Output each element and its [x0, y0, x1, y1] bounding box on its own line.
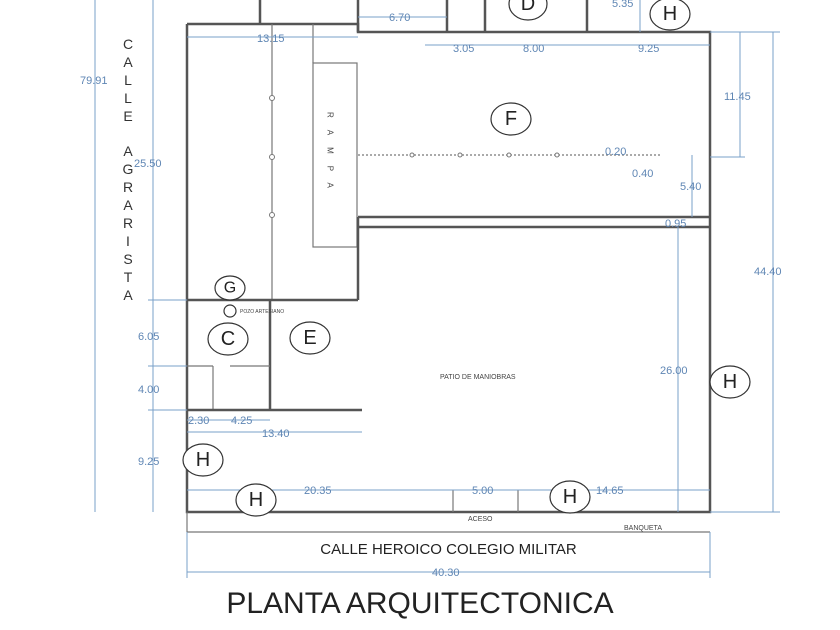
dim-6-70: 6.70	[389, 12, 410, 24]
dim-26-00: 26.00	[660, 365, 688, 377]
dim-4-00: 4.00	[138, 384, 159, 396]
svg-text:C: C	[221, 328, 235, 350]
street-label-bottom: CALLE HEROICO COLEGIO MILITAR	[320, 541, 577, 558]
dim-0-95: 0.95	[665, 218, 686, 230]
walls	[185, 0, 712, 533]
area-c-marker: C	[207, 322, 249, 356]
dim-4-25: 4.25	[231, 415, 252, 427]
dim-0-20: 0.20	[605, 146, 626, 158]
svg-text:H: H	[663, 3, 677, 25]
column-markers	[269, 95, 560, 218]
dim-6-05: 6.05	[138, 331, 159, 343]
dim-11-45: 11.45	[724, 91, 751, 103]
svg-text:H: H	[249, 489, 263, 511]
svg-text:H: H	[723, 371, 737, 393]
dim-13-15: 13.15	[257, 33, 285, 45]
sidewalk-label: BANQUETA	[624, 525, 662, 532]
svg-text:D: D	[521, 0, 535, 15]
area-markers: D H F G C E H H H H	[182, 0, 751, 517]
dim-0-40: 0.40	[632, 168, 653, 180]
dim-13-40: 13.40	[262, 428, 290, 440]
area-d-marker: D	[508, 0, 548, 21]
svg-text:F: F	[505, 108, 517, 130]
room-labels: RAMPA PATIO DE MANIOBRAS POZO ARTESIANO …	[223, 112, 662, 532]
dim-44-40: 44.40	[754, 266, 782, 278]
dim-14-65: 14.65	[596, 485, 624, 497]
dim-2-30: 2.30	[188, 415, 209, 427]
area-h-marker: H	[649, 0, 691, 31]
well-label: POZO ARTESIANO	[240, 309, 284, 315]
area-h-marker: H	[182, 443, 224, 477]
dim-40-30: 40.30	[432, 567, 460, 579]
dimension-labels: 6.70 13.15 3.05 8.00 9.25 5.35 79.91 25.…	[80, 0, 782, 579]
well-icon	[223, 304, 237, 318]
dim-3-05: 3.05	[453, 43, 474, 55]
dim-9-25-left: 9.25	[138, 456, 159, 468]
area-h-marker: H	[549, 480, 591, 514]
dim-79-91: 79.91	[80, 75, 108, 87]
street-label-agrarista: AGRARISTA	[120, 143, 136, 305]
patio-label: PATIO DE MANIOBRAS	[440, 374, 516, 381]
svg-text:G: G	[224, 280, 236, 297]
dim-20-35: 20.35	[304, 485, 332, 497]
dim-5-35: 5.35	[612, 0, 633, 10]
plan-title: PLANTA ARQUITECTONICA	[226, 587, 614, 620]
svg-text:H: H	[563, 486, 577, 508]
ramp-label: RAMPA	[326, 112, 335, 200]
svg-text:H: H	[196, 449, 210, 471]
area-g-marker: G	[214, 275, 246, 301]
dim-8-00: 8.00	[523, 43, 544, 55]
area-e-marker: E	[289, 321, 331, 355]
access-label: ACESO	[468, 516, 493, 523]
dim-25-50: 25.50	[134, 158, 162, 170]
area-h-marker: H	[235, 483, 277, 517]
area-f-marker: F	[490, 102, 532, 136]
dimension-lines	[94, 0, 780, 578]
street-label-calle: CALLE	[120, 36, 136, 126]
dim-9-25: 9.25	[638, 43, 659, 55]
svg-text:E: E	[303, 327, 316, 349]
dim-5-00: 5.00	[472, 485, 493, 497]
dim-5-40: 5.40	[680, 181, 701, 193]
area-h-marker: H	[709, 365, 751, 399]
